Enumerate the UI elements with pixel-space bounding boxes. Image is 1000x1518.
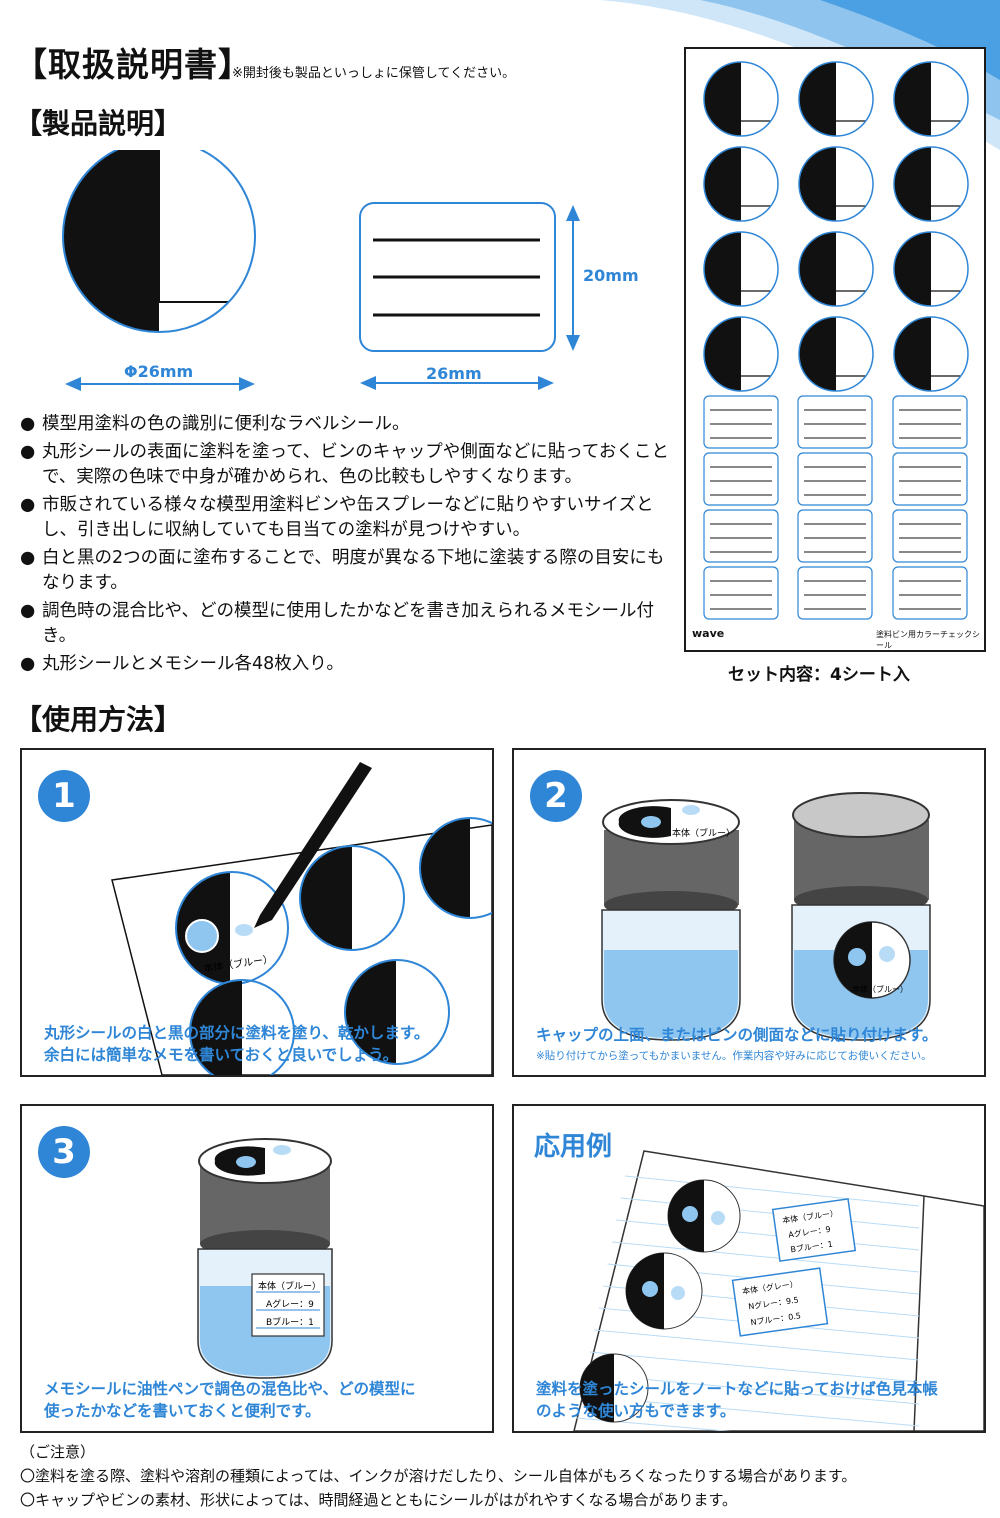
step-3-memo-line-3: Bブルー：1 [266, 1316, 314, 1328]
feature-item: 模型用塗料の色の識別に便利なラベルシール。 [20, 412, 670, 437]
round-sticker [703, 61, 779, 137]
round-sticker [703, 231, 779, 307]
memo-sticker [703, 395, 779, 449]
round-sticker [703, 316, 779, 392]
memo-width-label: 26mm [426, 364, 482, 383]
cautions-heading: （ご注意） [20, 1443, 96, 1461]
round-sticker [893, 316, 969, 392]
step-2-number: 2 [530, 770, 582, 822]
memo-sticker [797, 452, 873, 506]
application-example-title: 応用例 [534, 1132, 613, 1162]
step-1-number: 1 [38, 770, 90, 822]
round-sticker [893, 231, 969, 307]
sticker-sheet: wave 塗料ビン用カラーチェックシール [684, 47, 986, 652]
round-sticker [703, 146, 779, 222]
feature-item: 丸形シールとメモシール各48枚入り。 [20, 652, 670, 677]
step-2-side-label: 本体（ブルー） [852, 984, 908, 994]
sheet-brand-logo: wave [692, 627, 724, 640]
memo-sticker [892, 509, 968, 563]
step-2-illustration: 本体（ブルー） 本体（ブルー） [601, 792, 931, 1041]
step-2-panel: 本体（ブルー） 本体（ブルー） 2 キャップの上面、またはビンの側面などに貼り付… [512, 748, 986, 1077]
step-1-panel: 本体（ブルー） 1 丸形シールの白と黒の部分に塗料を塗り、乾かします。 余白には… [20, 748, 494, 1077]
memo-height-label: 20mm [583, 266, 639, 285]
notebook-illustration: 本体（ブルー） Aグレー：9 Bブルー：1 本体（グレー） Nグレー：9.5 N… [573, 1150, 984, 1431]
round-sticker [798, 231, 874, 307]
step-3-memo-line-2: Aグレー：9 [266, 1298, 314, 1310]
set-contents: セット内容：4シート入 [728, 665, 910, 685]
step-3-caption-line-2: 使ったかなどを書いておくと便利です。 [44, 1402, 321, 1420]
step-2-subcaption: ※貼り付けてから塗ってもかまいません。作業内容や好みに応じてお使いください。 [536, 1050, 932, 1062]
application-caption-line-1: 塗料を塗ったシールをノートなどに貼っておけば色見本帳 [536, 1380, 938, 1398]
sheet-product-name: 塗料ビン用カラーチェックシール [876, 630, 980, 650]
memo-sticker [892, 566, 968, 620]
feature-item: 市販されている様々な模型用塗料ビンや缶スプレーなどに貼りやすいサイズとし、引き出… [20, 493, 670, 543]
application-caption-line-2: のような使い方もできます。 [536, 1402, 736, 1420]
application-example-panel: 本体（ブルー） Aグレー：9 Bブルー：1 本体（グレー） Nグレー：9.5 N… [512, 1104, 986, 1433]
round-sticker-diagram [62, 150, 256, 391]
manual-note: ※開封後も製品といっしょに保管してください。 [232, 66, 516, 81]
memo-sticker [797, 509, 873, 563]
brand-name: wave [692, 627, 725, 640]
round-sticker [798, 61, 874, 137]
memo-sticker [892, 452, 968, 506]
round-sticker [893, 146, 969, 222]
feature-item: 調色時の混合比や、どの模型に使用したかなどを書き加えられるメモシール付き。 [20, 599, 670, 649]
product-features: 模型用塗料の色の識別に便利なラベルシール。 丸形シールの表面に塗料を塗って、ビン… [20, 412, 670, 680]
header-wave-decoration [600, 0, 1000, 150]
memo-sticker [797, 395, 873, 449]
memo-sticker [703, 509, 779, 563]
step-1-caption-line-2: 余白には簡単なメモを書いておくと良いでしょう。 [44, 1046, 399, 1064]
feature-item: 白と黒の2つの面に塗布することで、明度が異なる下地に塗装する際の目安にもなります… [20, 546, 670, 596]
product-heading: 【製品説明】 [14, 107, 183, 140]
round-sticker [893, 61, 969, 137]
usage-heading: 【使用方法】 [14, 703, 183, 736]
step-1-caption-line-1: 丸形シールの白と黒の部分に塗料を塗り、乾かします。 [44, 1024, 430, 1042]
step-1-illustration: 本体（ブルー） [111, 762, 492, 1075]
circle-diameter-label: Φ26mm [124, 362, 194, 381]
step-3-illustration: 本体（ブルー） Aグレー：9 Bブルー：1 [197, 1138, 333, 1379]
manual-title: 【取扱説明書】 [14, 45, 252, 84]
caution-item: 〇キャップやビンの素材、形状によっては、時間経過とともにシールがはがれやすくなる… [20, 1491, 738, 1509]
step-3-number: 3 [38, 1126, 90, 1178]
sticker-sheet-drawing [703, 61, 969, 620]
step-3-panel: 本体（ブルー） Aグレー：9 Bブルー：1 3 メモシールに油性ペンで調色の混色… [20, 1104, 494, 1433]
round-sticker [798, 316, 874, 392]
cautions-section: （ご注意） 〇塗料を塗る際、塗料や溶剤の種類によっては、インクが溶けだしたり、シ… [20, 1440, 856, 1512]
round-sticker [798, 146, 874, 222]
feature-item: 丸形シールの表面に塗料を塗って、ビンのキャップや側面などに貼っておくことで、実際… [20, 440, 670, 490]
step-2-cap-label: 本体（ブルー） [672, 827, 735, 839]
memo-sticker [797, 566, 873, 620]
memo-sticker [703, 566, 779, 620]
step-3-memo-line-1: 本体（ブルー） [258, 1280, 321, 1292]
memo-sticker [892, 395, 968, 449]
memo-sticker [703, 452, 779, 506]
step-2-caption: キャップの上面、またはビンの側面などに貼り付けます。 [536, 1026, 938, 1044]
step-3-caption-line-1: メモシールに油性ペンで調色の混色比や、どの模型に [44, 1380, 416, 1398]
caution-item: 〇塗料を塗る際、塗料や溶剤の種類によっては、インクが溶けだしたり、シール自体がも… [20, 1467, 857, 1485]
memo-sticker-diagram [359, 202, 580, 390]
